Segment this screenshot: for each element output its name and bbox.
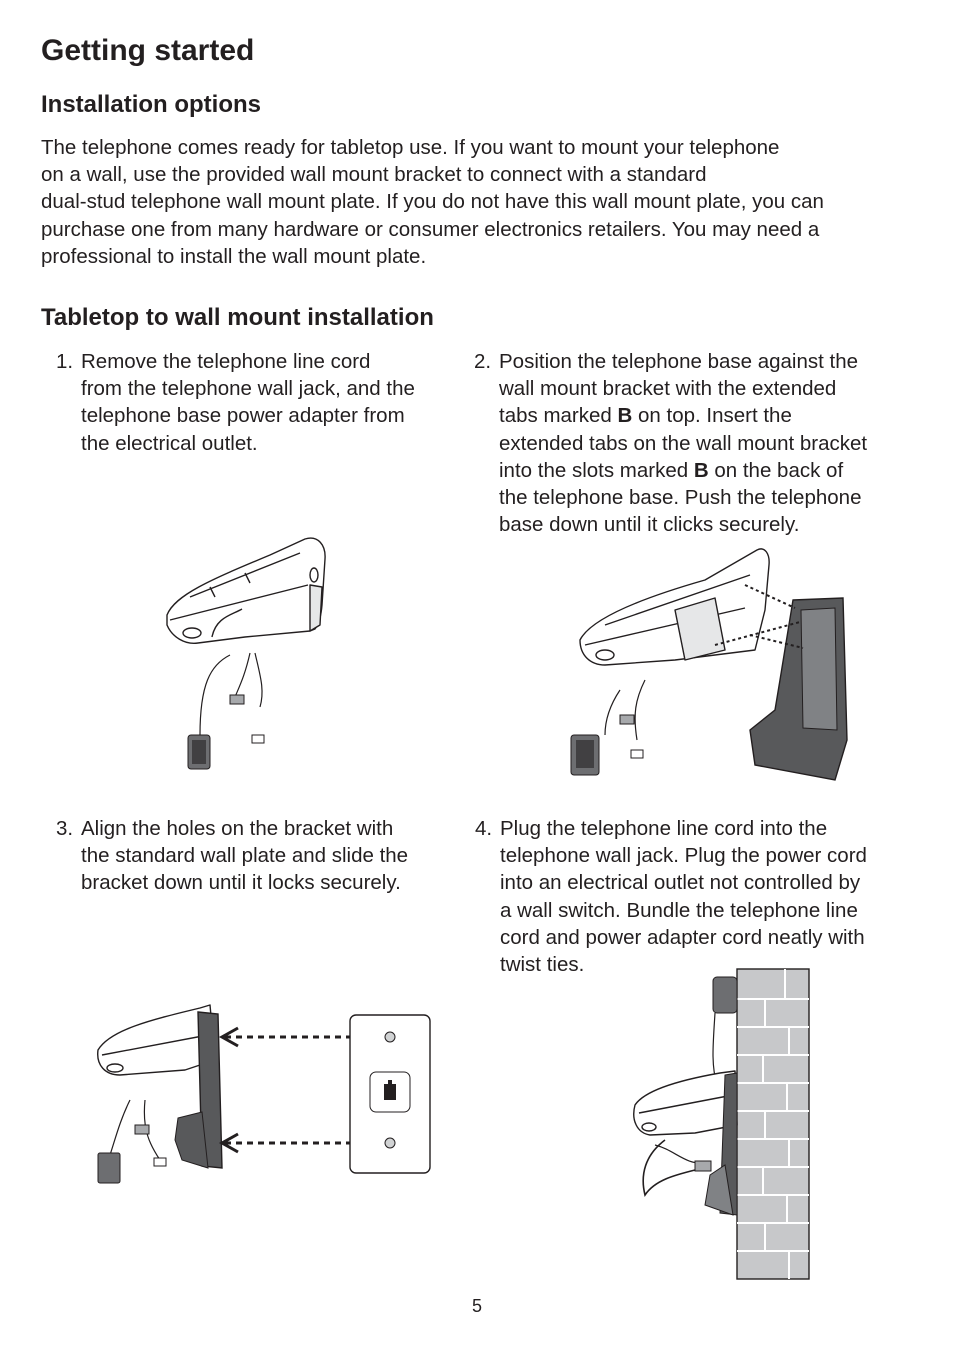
step-line: Remove the telephone line cord [81,350,371,373]
step-line: telephone wall jack. Plug the power cord [500,844,867,868]
step-line: Align the holes on the bracket with [81,817,394,840]
step-line: the electrical outlet. [81,431,258,455]
step-line: cord and power adapter cord neatly with [500,925,865,949]
step-line: the telephone base. Push the telephone [499,486,862,510]
step-line: telephone base power adapter from [81,404,405,428]
step-line: extended tabs on the wall mount bracket [499,431,868,455]
step-number: 1. [56,350,74,373]
step-line: base down until it clicks securely. [499,513,800,537]
step-line: into the slots marked B on the back of [499,458,844,482]
step-line: wall mount bracket with the extended [499,377,837,401]
step-line: tabs marked B on top. Insert the [499,404,792,428]
installation-options-line: dual-stud telephone wall mount plate. If… [41,190,824,214]
step-line: bracket down until it locks securely. [81,871,401,895]
step-line: into an electrical outlet not controlled… [500,871,861,895]
figure-step-1-telephone-base [166,537,326,770]
step-line: from the telephone wall jack, and the [81,377,415,401]
step-number: 3. [56,817,74,840]
page-title: Getting started [41,34,255,67]
tabletop-to-wall-heading: Tabletop to wall mount installation [41,304,434,331]
figure-step-2-bracket-attach [570,548,848,781]
step-line: a wall switch. Bundle the telephone line [500,898,858,922]
step-text: Remove the telephone line cord from the … [81,348,415,457]
installation-options-heading: Installation options [41,91,261,118]
page-number: 5 [471,1296,482,1316]
figure-step-4-wall-mounted [633,968,810,1280]
step-2: 2. Position the telephone base against t… [474,348,914,548]
step-4: 4. Plug the telephone line cord into the… [475,815,915,985]
step-number: 2. [474,350,492,373]
step-line: Plug the telephone line cord into the [500,817,828,840]
step-line: the standard wall plate and slide the [81,844,409,868]
step-1: 1. Remove the telephone line cord from t… [56,348,456,468]
brick-mortar-lines [737,969,809,1279]
step-3: 3. Align the holes on the bracket with t… [56,815,456,905]
step-number: 4. [475,817,493,840]
installation-options-text: The telephone comes ready for tabletop u… [41,134,921,270]
step-line: Position the telephone base against the [499,350,859,373]
installation-options-line: professional to install the wall mount p… [41,244,427,268]
step-text: Position the telephone base against the … [499,348,867,538]
step-line: twist ties. [500,953,585,977]
step-text: Plug the telephone line cord into the te… [500,815,867,978]
installation-options-line: purchase one from many hardware or consu… [41,217,820,241]
step-text: Align the holes on the bracket with the … [81,815,408,897]
figure-step-3-wall-plate [97,1004,431,1184]
installation-options-line: on a wall, use the provided wall mount b… [41,163,707,187]
installation-options-line: The telephone comes ready for tabletop u… [41,136,780,159]
